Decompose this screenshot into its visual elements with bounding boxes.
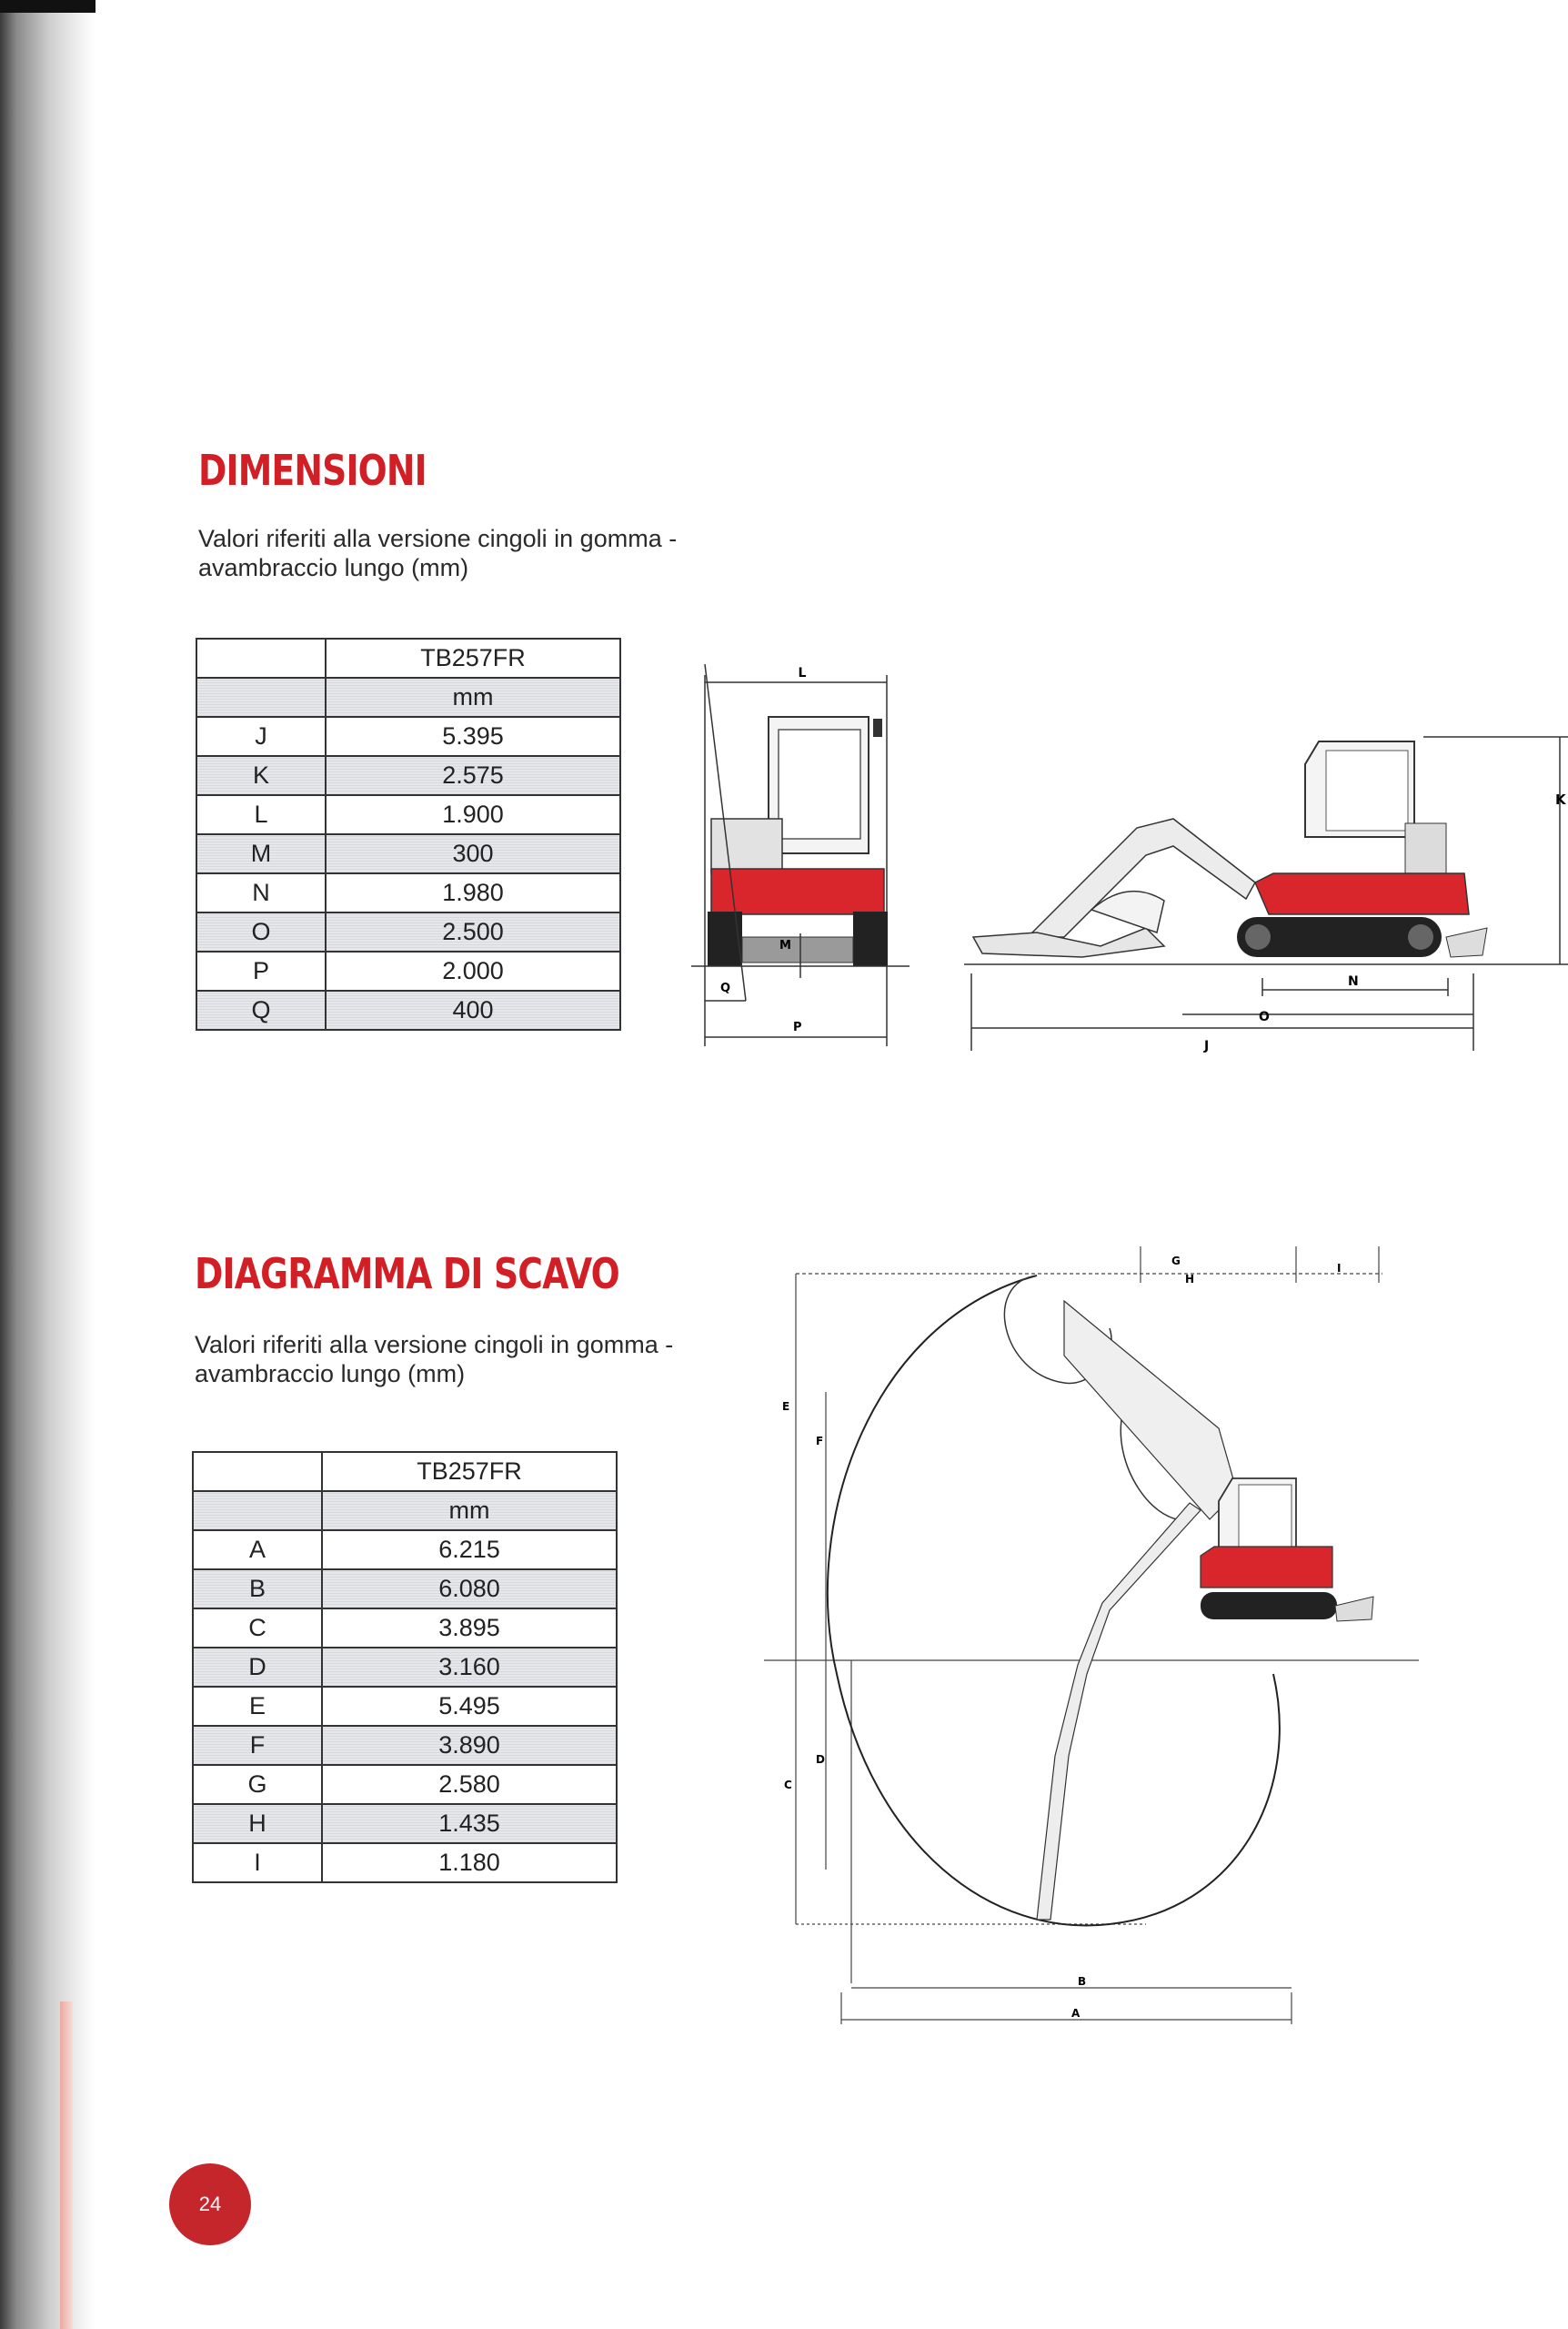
dimensions-intro-line1: Valori riferiti alla versione cingoli in… <box>198 525 678 552</box>
row-value: 5.495 <box>321 1686 618 1727</box>
table-unit-header: mm <box>321 1490 618 1531</box>
label-K: K <box>1555 791 1567 808</box>
label-L: L <box>799 666 807 681</box>
row-key: A <box>192 1529 323 1570</box>
row-value: 3.890 <box>321 1725 618 1766</box>
label-B: B <box>1078 1975 1086 1988</box>
row-value: 3.895 <box>321 1608 618 1648</box>
row-value: 1.980 <box>325 872 621 913</box>
row-value: 6.080 <box>321 1568 618 1609</box>
label-Q: Q <box>720 982 730 995</box>
row-key: E <box>192 1686 323 1727</box>
row-key: J <box>196 716 327 757</box>
row-value: 2.580 <box>321 1764 618 1805</box>
row-value: 5.395 <box>325 716 621 757</box>
digging-heading: DIAGRAMMA DI SCAVO <box>195 1249 620 1298</box>
row-key: P <box>196 951 327 992</box>
label-O: O <box>1259 1010 1270 1024</box>
row-key: M <box>196 833 327 874</box>
table-unit-row: mm <box>196 677 621 718</box>
row-value: 2.000 <box>325 951 621 992</box>
table-unit-blank <box>192 1490 323 1531</box>
row-key: Q <box>196 990 327 1031</box>
row-key: K <box>196 755 327 796</box>
table-unit-blank <box>196 677 327 718</box>
row-key: F <box>192 1725 323 1766</box>
row-value: 3.160 <box>321 1647 618 1688</box>
label-G: G <box>1171 1255 1181 1267</box>
label-C: C <box>784 1779 792 1791</box>
label-E: E <box>782 1400 789 1413</box>
table-corner-cell <box>192 1451 323 1492</box>
row-value: 2.575 <box>325 755 621 796</box>
row-key: C <box>192 1608 323 1648</box>
row-value: 1.435 <box>321 1803 618 1844</box>
digging-diagram-figure: G H I E F D C B A <box>764 1246 1419 2024</box>
page-binding-shadow <box>0 0 95 2329</box>
table-header-row: TB257FR <box>196 638 621 679</box>
dimensions-intro-line2: avambraccio lungo (mm) <box>198 554 469 581</box>
dimensions-intro: Valori riferiti alla versione cingoli in… <box>198 524 762 582</box>
binding-top-strip <box>0 0 95 13</box>
row-value: 1.180 <box>321 1842 618 1883</box>
label-H: H <box>1185 1273 1194 1285</box>
label-M: M <box>779 939 791 953</box>
table-corner-cell <box>196 638 327 679</box>
page-number-badge: 24 <box>169 2163 251 2245</box>
table-header-row: TB257FR <box>192 1451 618 1492</box>
row-key: L <box>196 794 327 835</box>
row-value: 300 <box>325 833 621 874</box>
label-A: A <box>1071 2007 1081 2020</box>
row-value: 400 <box>325 990 621 1031</box>
label-F: F <box>816 1435 823 1447</box>
row-key: G <box>192 1764 323 1805</box>
row-key: D <box>192 1647 323 1688</box>
row-value: 6.215 <box>321 1529 618 1570</box>
binding-color-edge <box>60 2001 73 2329</box>
row-value: 2.500 <box>325 912 621 953</box>
front-view-figure: L M Q P <box>691 664 910 1046</box>
table-unit-header: mm <box>325 677 621 718</box>
dimensions-heading: DIMENSIONI <box>198 446 427 495</box>
table-model-header: TB257FR <box>321 1451 618 1492</box>
row-key: I <box>192 1842 323 1883</box>
row-key: O <box>196 912 327 953</box>
row-key: H <box>192 1803 323 1844</box>
label-I: I <box>1337 1262 1341 1275</box>
digging-intro-line1: Valori riferiti alla versione cingoli in… <box>195 1331 674 1358</box>
row-value: 1.900 <box>325 794 621 835</box>
side-view-figure: K N O J <box>964 736 1568 1054</box>
label-J: J <box>1203 1039 1209 1054</box>
digging-intro-line2: avambraccio lungo (mm) <box>195 1360 466 1387</box>
digging-intro: Valori riferiti alla versione cingoli in… <box>195 1330 759 1388</box>
table-unit-row: mm <box>192 1490 618 1531</box>
label-D: D <box>816 1753 825 1766</box>
label-N: N <box>1348 974 1359 989</box>
row-key: N <box>196 872 327 913</box>
label-P: P <box>793 1021 802 1034</box>
row-key: B <box>192 1568 323 1609</box>
table-model-header: TB257FR <box>325 638 621 679</box>
